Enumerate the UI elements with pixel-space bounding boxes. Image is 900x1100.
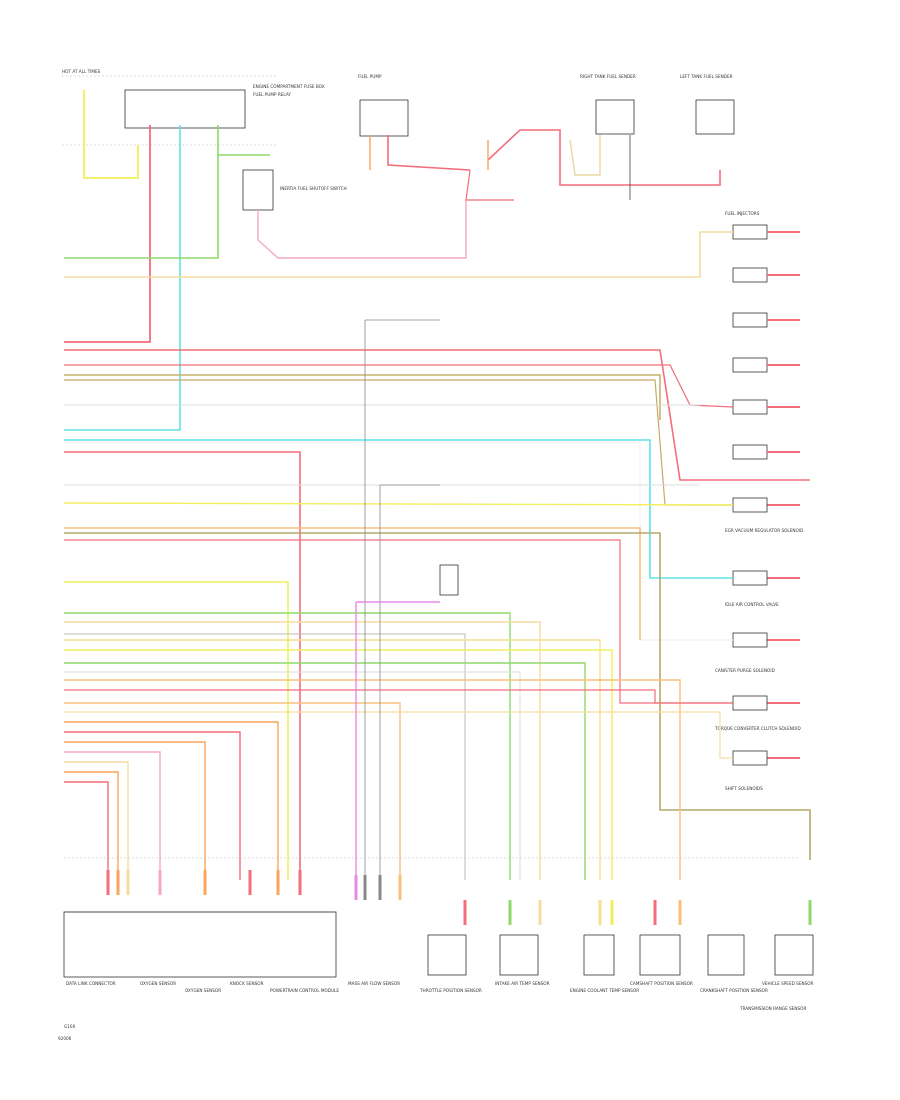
center-switch-box <box>439 564 459 596</box>
tcc-solenoid-box <box>732 695 768 711</box>
label-bottom-5: MASS AIR FLOW SENSOR <box>348 981 400 986</box>
injector-6 <box>732 444 768 460</box>
label-idle-air: IDLE AIR CONTROL VALVE <box>725 602 779 607</box>
label-bottom-0: DATA LINK CONNECTOR <box>66 981 116 986</box>
sensor-box-3 <box>583 934 615 976</box>
label-bottom-12: TRANSMISSION RANGE SENSOR <box>739 1006 806 1011</box>
label-hot-at-all-times: HOT AT ALL TIMES <box>62 69 101 74</box>
shift-solenoid-box <box>732 750 768 766</box>
fuel-pump-relay-box <box>124 89 246 129</box>
label-shift: SHIFT SOLENOIDS <box>725 786 763 791</box>
label-purge: CANISTER PURGE SOLENOID <box>715 668 775 673</box>
label-bottom-4: POWERTRAIN CONTROL MODULE <box>270 988 339 993</box>
sensor-box-1 <box>427 934 467 976</box>
injector-1 <box>732 224 768 240</box>
sensor-box-4 <box>639 934 681 976</box>
label-inertia-switch: INERTIA FUEL SHUTOFF SWITCH <box>280 186 347 191</box>
sensor-box-6 <box>774 934 814 976</box>
left-tank-sender-box <box>695 99 735 135</box>
injector-3 <box>732 312 768 328</box>
egr-solenoid-box <box>732 497 768 513</box>
fuel-pump-box <box>359 99 409 137</box>
label-tcc: TORQUE CONVERTER CLUTCH SOLENOID <box>714 726 801 731</box>
inertia-switch-box <box>242 169 274 211</box>
label-fuse-box: ENGINE COMPARTMENT FUSE BOX <box>253 84 325 89</box>
label-bottom-6: THROTTLE POSITION SENSOR <box>419 988 482 993</box>
label-bottom-2: OXYGEN SENSOR <box>185 988 221 993</box>
label-bottom-3: KNOCK SENSOR <box>230 981 264 986</box>
label-bottom-7: INTAKE AIR TEMP SENSOR <box>495 981 550 986</box>
label-bottom-9: CAMSHAFT POSITION SENSOR <box>630 981 693 986</box>
sensor-box-2 <box>499 934 539 976</box>
label-fuel-injectors: FUEL INJECTORS <box>725 211 760 216</box>
idle-air-box <box>732 570 768 586</box>
label-right-tank: RIGHT TANK FUEL SENDER <box>580 74 636 79</box>
label-bottom-11: VEHICLE SPEED SENSOR <box>762 981 814 986</box>
purge-solenoid-box <box>732 632 768 648</box>
label-left-tank: LEFT TANK FUEL SENDER <box>680 74 733 79</box>
injector-4 <box>732 357 768 373</box>
footer-code: 92006 <box>58 1036 72 1041</box>
injector-2 <box>732 267 768 283</box>
pcm-bottom-box <box>63 911 337 978</box>
label-bottom-10: CRANKSHAFT POSITION SENSOR <box>700 988 768 993</box>
ground-label: G100 <box>64 1024 76 1029</box>
right-tank-sender-box <box>595 99 635 135</box>
label-fuel-pump: FUEL PUMP <box>358 74 382 79</box>
label-egr: EGR VACUUM REGULATOR SOLENOID <box>725 528 803 533</box>
label-bottom-1: OXYGEN SENSOR <box>140 981 176 986</box>
injector-5 <box>732 399 768 415</box>
sensor-box-5 <box>707 934 745 976</box>
label-fuel-pump-relay: FUEL PUMP RELAY <box>253 92 291 97</box>
label-bottom-8: ENGINE COOLANT TEMP SENSOR <box>570 988 639 993</box>
